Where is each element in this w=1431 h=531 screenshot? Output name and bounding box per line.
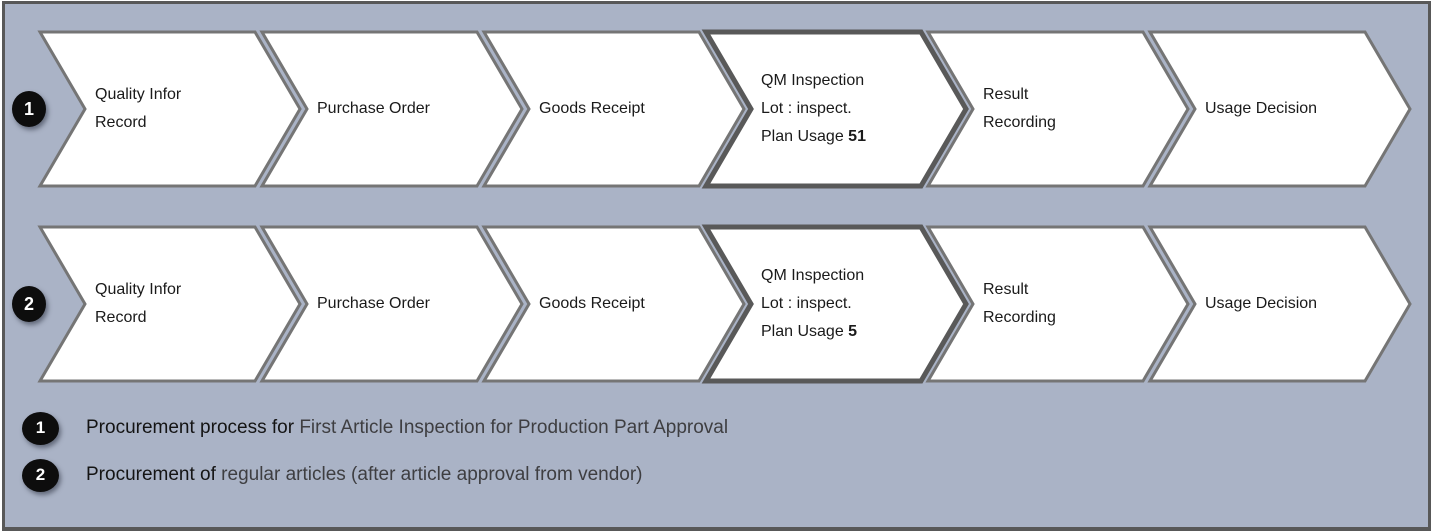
chevron-arrow-shape <box>701 224 969 384</box>
chevron-arrow-shape <box>259 225 524 383</box>
step-usage-decision: Usage Decision <box>1147 225 1412 383</box>
step-label-text: Result <box>983 86 1029 103</box>
chevron-arrow-shape <box>925 30 1190 188</box>
legend-detail: First Article Inspection for Production … <box>299 417 729 438</box>
step-label-text: Purchase Order <box>317 100 430 117</box>
legend-prefix: Procurement process for <box>86 417 300 438</box>
legend-number-badge-2: 2 <box>22 458 59 492</box>
chevron-arrow-shape <box>701 29 969 189</box>
step-label-text: Usage Decision <box>1205 100 1318 117</box>
step-label: Usage Decision <box>1205 32 1374 186</box>
step-label-text: Quality Infor <box>95 86 182 103</box>
step-label: Purchase Order <box>317 227 486 381</box>
badge-number: 2 <box>23 293 34 314</box>
legend-detail: regular articles (after article approval… <box>221 464 643 485</box>
step-goods-receipt: Goods Receipt <box>481 30 746 188</box>
chevron-arrow-shape <box>37 225 302 383</box>
step-label-text: Purchase Order <box>317 295 430 312</box>
legend-text-2: Procurement of regular articles (after a… <box>86 464 643 486</box>
chevron-arrow-shape <box>925 225 1190 383</box>
chevron-arrow-shape <box>481 225 746 383</box>
row-number-badge-2: 2 <box>12 286 46 322</box>
step-label-text: Lot : inspect. <box>761 100 852 117</box>
badge-number: 1 <box>35 418 46 437</box>
legend-item-2: 2 Procurement of regular articles (after… <box>22 457 643 493</box>
step-purchase-order: Purchase Order <box>259 30 524 188</box>
step-label-text: Record <box>95 309 147 326</box>
step-label-text: Goods Receipt <box>539 100 645 117</box>
legend-text-1: Procurement process for First Article In… <box>86 417 728 439</box>
chevron-arrow-shape <box>1147 225 1412 383</box>
step-label: Usage Decision <box>1205 227 1374 381</box>
inspection-plan-usage-value: 51 <box>848 128 866 145</box>
legend-number-badge-1: 1 <box>22 411 59 445</box>
step-purchase-order: Purchase Order <box>259 225 524 383</box>
step-label-text: Recording <box>983 309 1056 326</box>
step-label-text: Goods Receipt <box>539 295 645 312</box>
step-label-text: Record <box>95 114 147 131</box>
row-number-badge-1: 1 <box>12 91 46 127</box>
chevron-arrow-shape <box>259 30 524 188</box>
step-label: Goods Receipt <box>539 32 708 186</box>
step-label-text: Recording <box>983 114 1056 131</box>
step-label: Purchase Order <box>317 32 486 186</box>
legend-item-1: 1 Procurement process for First Article … <box>22 410 728 446</box>
step-label-text: Usage Decision <box>1205 295 1318 312</box>
step-label: Goods Receipt <box>539 227 708 381</box>
step-goods-receipt: Goods Receipt <box>481 225 746 383</box>
chevron-arrow-shape <box>1147 30 1412 188</box>
step-label-text: Plan Usage <box>761 128 844 145</box>
legend-prefix: Procurement of <box>86 464 222 485</box>
step-label-text: Plan Usage <box>761 323 844 340</box>
inspection-plan-usage-value: 5 <box>848 323 858 340</box>
chevron-arrow-shape <box>481 30 746 188</box>
chevron-arrow-shape <box>37 30 302 188</box>
step-label-text: Quality Infor <box>95 281 182 298</box>
badge-number: 2 <box>35 465 46 484</box>
step-label-text: Result <box>983 281 1029 298</box>
step-usage-decision: Usage Decision <box>1147 30 1412 188</box>
step-label-text: QM Inspection <box>761 72 865 89</box>
step-label-text: Lot : inspect. <box>761 295 852 312</box>
step-label-text: QM Inspection <box>761 267 865 284</box>
badge-number: 1 <box>23 98 34 119</box>
